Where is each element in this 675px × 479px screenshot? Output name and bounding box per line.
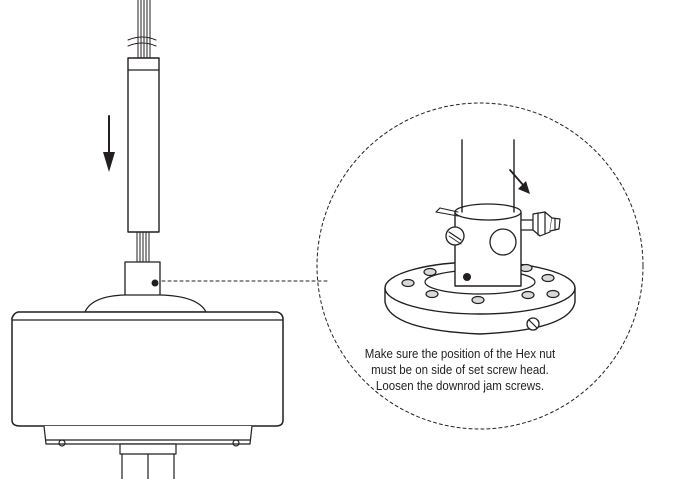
downrod bbox=[127, 57, 160, 233]
downrod-collar bbox=[454, 203, 522, 287]
hex-nut-instruction-caption: Make sure the position of the Hex nut mu… bbox=[354, 346, 566, 394]
caption-line-1: Make sure the position of the Hex nut bbox=[364, 347, 556, 361]
flange-bolt-holes bbox=[401, 263, 560, 305]
wire-bundle bbox=[127, 0, 157, 263]
set-screw-left bbox=[435, 207, 465, 246]
caption-line-3: Loosen the downrod jam screws. bbox=[375, 379, 545, 393]
motor-collar bbox=[124, 261, 161, 301]
detail-downrod bbox=[461, 139, 515, 213]
flange-side-screw bbox=[526, 317, 540, 331]
mounting-flange bbox=[384, 261, 576, 335]
arrow-down-right-icon bbox=[509, 169, 530, 194]
arrow-down-icon bbox=[103, 115, 115, 172]
fan-motor-housing bbox=[11, 294, 284, 479]
caption-line-2: must be on side of set screw head. bbox=[371, 363, 549, 377]
detail-callout-circle bbox=[316, 102, 644, 430]
set-screw-with-hex-nut bbox=[520, 211, 561, 237]
